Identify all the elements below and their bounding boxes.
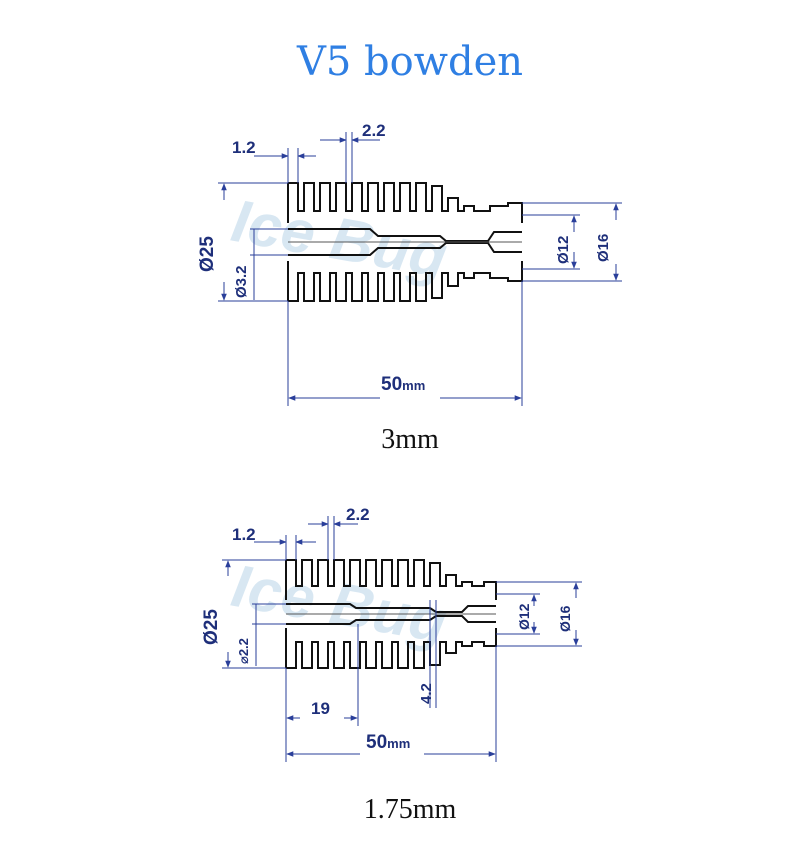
neck-inner-label: Ø12 bbox=[555, 236, 572, 264]
neck-outer-label: Ø16 bbox=[557, 605, 573, 632]
step-label: 4.2 bbox=[418, 683, 435, 704]
neck-outer-label: Ø16 bbox=[595, 234, 612, 262]
length-label: 50mm bbox=[366, 732, 410, 753]
heatsink-outline bbox=[285, 559, 497, 669]
diagram-title: V5 bowden bbox=[240, 34, 580, 90]
watermark-text: Ice Bug bbox=[227, 187, 452, 291]
length-label: 50mm bbox=[381, 374, 425, 395]
fin-thickness-label: 2.2 bbox=[362, 121, 386, 140]
heatsink-outline bbox=[287, 182, 523, 302]
fin-gap-label: 1.2 bbox=[232, 138, 256, 157]
outer-diameter-label: Ø25 bbox=[201, 609, 222, 645]
outer-diameter-label: Ø25 bbox=[197, 236, 218, 272]
diagram-3mm: Ice Bug 1.2 2.2 Ø25 Ø3.2 bbox=[197, 121, 622, 406]
fin-gap-label: 1.2 bbox=[232, 525, 256, 544]
diagram-1-75mm: Ice Bug 1.2 2.2 Ø25 ⌀2.2 bbox=[201, 505, 582, 762]
caption-1-75mm: 1.75mm bbox=[363, 794, 457, 825]
bore-diameter-label: Ø3.2 bbox=[233, 265, 250, 298]
bore-length-label: 19 bbox=[311, 699, 330, 718]
bore-diameter-label: ⌀2.2 bbox=[236, 638, 251, 664]
neck-inner-label: Ø12 bbox=[516, 603, 532, 630]
caption-3mm: 3mm bbox=[381, 424, 439, 455]
fin-thickness-label: 2.2 bbox=[346, 505, 370, 524]
